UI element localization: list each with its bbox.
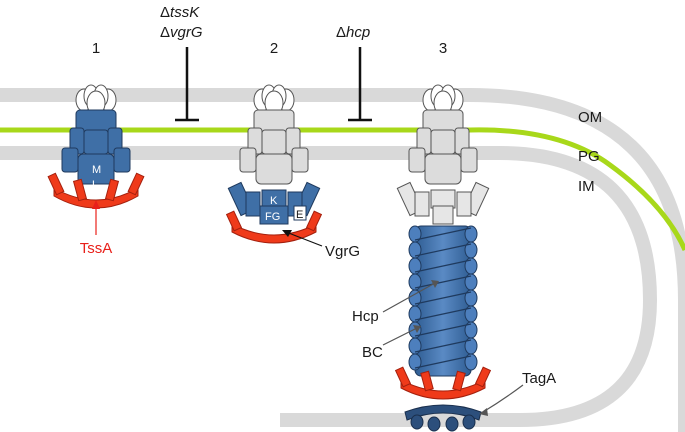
e-label: E: [296, 209, 303, 221]
complex-stage-1: M L: [47, 84, 145, 235]
k-label: K: [270, 195, 278, 207]
vgrg-label: VgrG: [325, 243, 360, 260]
vgrg-pointer: [285, 231, 323, 247]
fg-label: FG: [265, 211, 280, 223]
stage-2-number: 2: [270, 40, 278, 57]
membrane-core-cap-3: [422, 84, 464, 116]
sheath-tube: [408, 225, 478, 377]
membrane-core-cap-2: [253, 84, 295, 116]
complex-stage-3: [382, 84, 524, 432]
vgrg-arrowhead: [282, 230, 292, 237]
peptidoglycan-layer: [0, 127, 685, 252]
taga-pointer: [482, 384, 524, 413]
hcp-arrowhead: [431, 280, 439, 288]
bc-pointer: [382, 327, 418, 346]
inner-membrane: [0, 146, 658, 427]
complex-stage-2: K FG E: [225, 84, 323, 247]
m-label: M: [92, 164, 101, 176]
tssa-arc-2: [225, 210, 323, 244]
tssa-arrowhead: [92, 200, 100, 209]
hcp-label: Hcp: [352, 308, 379, 325]
tssa-arc-3: [394, 366, 492, 400]
outer-membrane: [0, 88, 685, 432]
stage-3-number: 3: [439, 40, 447, 57]
membrane-core-blue: [61, 109, 131, 185]
mutation-block-tssk-vgrg: ΔtssK ΔvgrG: [160, 4, 203, 122]
membrane-core-gray: [239, 109, 309, 185]
tssa-label: TssA: [80, 240, 113, 257]
e-subunit: [293, 205, 307, 221]
mutation-vgrg-label: ΔvgrG: [160, 24, 203, 41]
mutation-tssk-label: ΔtssK: [160, 4, 200, 21]
cell-envelope: [0, 88, 685, 432]
hcp-pointer: [382, 282, 436, 313]
im-label: IM: [578, 178, 595, 195]
mutation-block-hcp: Δhcp: [336, 24, 372, 122]
taga-label: TagA: [522, 370, 556, 387]
membrane-core-gray-3: [408, 109, 478, 185]
taga-arrowhead: [479, 408, 488, 416]
l-label: L: [92, 179, 98, 191]
bc-label: BC: [362, 344, 383, 361]
om-label: OM: [578, 109, 602, 126]
bc-arrowhead: [413, 325, 421, 333]
membrane-core-cap: [75, 84, 117, 116]
taga-arc: [404, 404, 482, 432]
pg-label: PG: [578, 148, 600, 165]
baseplate-gray: [396, 181, 490, 225]
mutation-hcp-label: Δhcp: [336, 24, 370, 41]
stage-1-number: 1: [92, 40, 100, 57]
tssa-arc: [47, 172, 145, 209]
